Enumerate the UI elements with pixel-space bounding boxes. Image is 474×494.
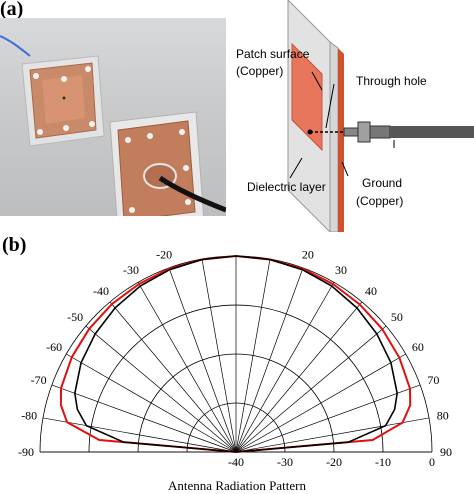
polar-spoke bbox=[42, 417, 237, 453]
polar-radial-label: -40 bbox=[228, 455, 244, 469]
through-hole-label: Through hole bbox=[356, 74, 427, 88]
polar-spoke bbox=[235, 267, 304, 453]
polar-spoke bbox=[235, 353, 406, 453]
antenna-schematic bbox=[287, 0, 474, 232]
polar-spoke bbox=[235, 384, 421, 453]
polar-angle-label: 90 bbox=[440, 445, 452, 459]
polar-spoke bbox=[66, 353, 237, 453]
polar-spoke bbox=[85, 325, 237, 453]
polar-angle-label: -30 bbox=[123, 263, 139, 277]
patch-label: Patch surface bbox=[236, 47, 310, 61]
polar-angle-label: 10 bbox=[266, 250, 278, 252]
ground-label: Ground bbox=[362, 176, 403, 190]
polar-angle-label: -80 bbox=[21, 409, 37, 423]
polar-angle-label: 80 bbox=[437, 409, 449, 423]
polar-angle-label: -90 bbox=[18, 445, 34, 459]
polar-radial-label: -10 bbox=[375, 455, 391, 469]
polar-angle-label: 70 bbox=[427, 373, 439, 387]
polar-spoke bbox=[168, 267, 237, 453]
polar-radial-label: -30 bbox=[277, 455, 293, 469]
ground-copper-label: (Copper) bbox=[356, 194, 404, 208]
patch-copper-label: (Copper) bbox=[236, 64, 284, 78]
polar-spoke bbox=[235, 325, 387, 453]
polar-radial-label: -20 bbox=[326, 455, 342, 469]
polar-angle-label: -70 bbox=[31, 373, 47, 387]
polar-angle-label: 50 bbox=[391, 310, 403, 324]
polar-angle-label: -10 bbox=[192, 250, 208, 252]
polar-spoke bbox=[235, 417, 430, 453]
polar-spoke bbox=[235, 301, 363, 453]
black-series-curve bbox=[74, 255, 398, 453]
antenna-photo bbox=[0, 18, 226, 216]
polar-angle-label: -50 bbox=[67, 310, 83, 324]
polar-angle-label: -40 bbox=[93, 284, 109, 298]
chart-caption: Antenna Radiation Pattern bbox=[168, 478, 306, 493]
coax-connector bbox=[343, 127, 359, 137]
polar-spoke bbox=[201, 258, 237, 453]
panel-label-a: (a) bbox=[0, 0, 24, 20]
dielectric-layer-label: Dielectric layer bbox=[247, 180, 326, 194]
polar-angle-label: 40 bbox=[365, 284, 377, 298]
polar-spoke bbox=[137, 282, 237, 453]
polar-angle-label: 30 bbox=[335, 263, 347, 277]
radiation-pattern-chart: -90 -80 -70 -60 -50 -40 -30 -20 -10 0 10 20 30 40 50 60… bbox=[18, 250, 452, 469]
polar-radial-label: 0 bbox=[429, 455, 435, 469]
patch-surface bbox=[291, 42, 323, 152]
ground-layer bbox=[338, 48, 344, 232]
antenna-photo-illustration bbox=[0, 35, 226, 216]
polar-spoke bbox=[235, 258, 271, 453]
coaxial-cable bbox=[390, 126, 474, 138]
polar-angle-label: 60 bbox=[412, 340, 424, 354]
panel-label-b: (b) bbox=[2, 234, 27, 256]
polar-angle-label: -20 bbox=[156, 250, 172, 262]
polar-spoke bbox=[51, 384, 237, 453]
polar-angle-label: -60 bbox=[46, 340, 62, 354]
polar-spoke bbox=[235, 282, 335, 453]
polar-spoke bbox=[109, 301, 237, 453]
polar-angle-label: 20 bbox=[302, 250, 314, 262]
